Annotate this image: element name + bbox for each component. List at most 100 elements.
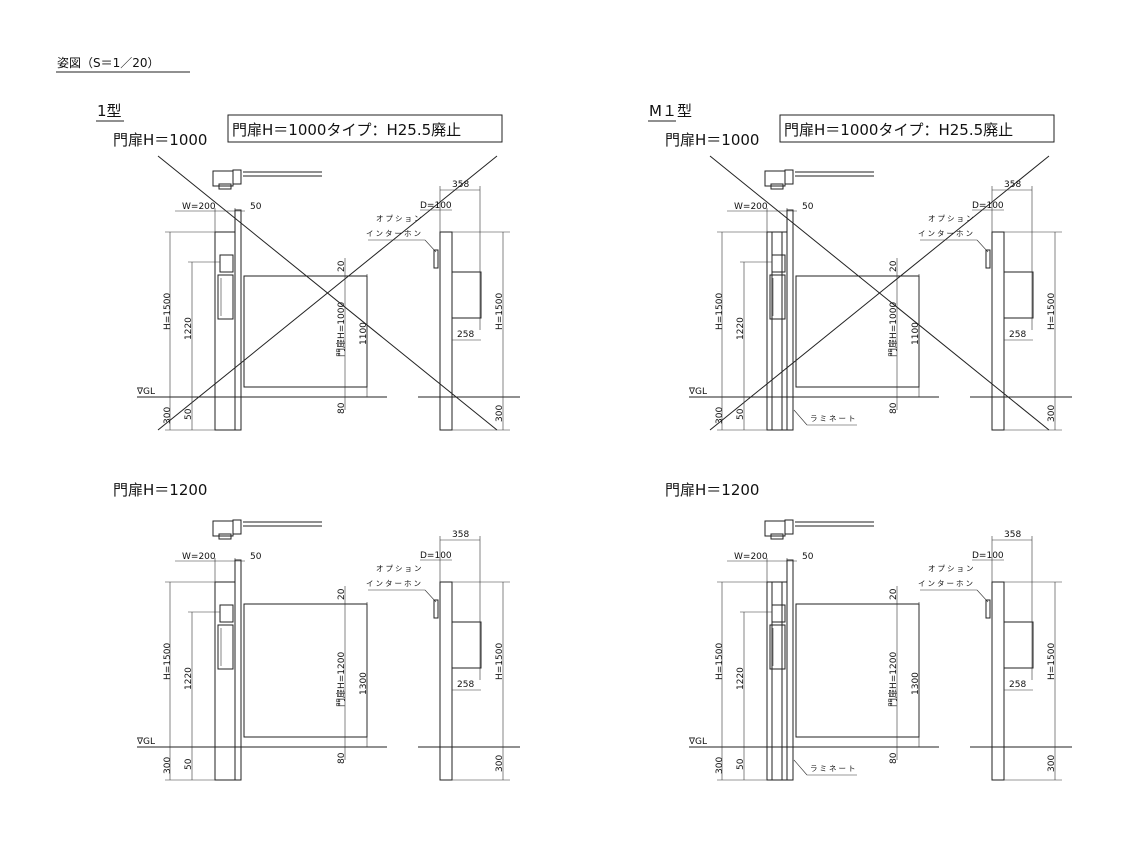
plan-post-base xyxy=(770,183,784,190)
mailbox-depth-dim: 258 xyxy=(1009,330,1026,340)
intercom-height-dim: 1220 xyxy=(736,317,746,340)
discontinued-notice: 門扉H＝1000タイプ：H25.5廃止 xyxy=(232,121,461,139)
mail-slot xyxy=(217,624,234,670)
gap-dim: 50 xyxy=(802,202,814,212)
top-gap-dim: 20 xyxy=(337,588,347,600)
total-height-dim: 1100 xyxy=(359,322,369,345)
mailbox xyxy=(451,621,482,669)
depth-dim: D=100 xyxy=(420,551,452,561)
gate-height-label: 門扉H＝1200 xyxy=(665,481,759,499)
side-post xyxy=(991,231,1005,431)
base-dim: 50 xyxy=(184,758,194,770)
post-width-dim: W=200 xyxy=(182,552,216,562)
gate-leaf xyxy=(243,603,368,738)
intercom-label: インターホン xyxy=(366,229,423,238)
gate-post xyxy=(786,209,794,431)
depth-dim: D=100 xyxy=(420,201,452,211)
mailbox xyxy=(1003,271,1034,319)
post-height-dim: H=1500 xyxy=(715,643,725,680)
side-post xyxy=(439,231,453,431)
plan-post-base xyxy=(218,183,232,190)
plan-hinge xyxy=(232,169,242,185)
intercom-unit xyxy=(219,254,234,273)
gate-post xyxy=(234,559,242,781)
total-height-dim: 1300 xyxy=(359,672,369,695)
intercom-unit xyxy=(771,604,786,623)
discontinued-notice: 門扉H＝1000タイプ：H25.5廃止 xyxy=(784,121,1013,139)
gate-height-label: 門扉H＝1200 xyxy=(113,481,207,499)
gate-height-dim: 門扉H=1000 xyxy=(335,302,347,357)
side-below-gl-dim: 300 xyxy=(1047,405,1057,422)
post-height-dim: H=1500 xyxy=(163,643,173,680)
option-label: オプション xyxy=(928,564,976,573)
side-intercom xyxy=(985,599,991,619)
gate-height-label: 門扉H＝1000 xyxy=(665,131,759,149)
mail-slot xyxy=(769,624,786,670)
below-gl-dim: 300 xyxy=(715,407,725,424)
side-intercom xyxy=(433,599,439,619)
top-gap-dim: 20 xyxy=(889,588,899,600)
post-width-dim: W=200 xyxy=(734,552,768,562)
post-width-dim: W=200 xyxy=(734,202,768,212)
discontinued-notice-box xyxy=(227,114,503,143)
option-leader xyxy=(424,239,437,253)
top-gap-dim: 20 xyxy=(889,260,899,272)
mailbox-depth-dim: 258 xyxy=(457,680,474,690)
laminate-leader xyxy=(793,759,808,776)
post-height-dim: H=1500 xyxy=(715,293,725,330)
gate-height-label: 門扉H＝1000 xyxy=(113,131,207,149)
side-intercom xyxy=(433,249,439,269)
intercom-unit xyxy=(771,254,786,273)
depth-dim: D=100 xyxy=(972,551,1004,561)
post-width-dim: W=200 xyxy=(182,202,216,212)
gate-leaf xyxy=(243,275,368,388)
base-dim: 50 xyxy=(736,408,746,420)
mailbox-depth-dim: 258 xyxy=(1009,680,1026,690)
mailbox-overall-dim: 358 xyxy=(452,530,469,540)
side-post xyxy=(439,581,453,781)
gate-post xyxy=(786,559,794,781)
mailbox-overall-dim: 358 xyxy=(452,180,469,190)
ground-level-label: ∇GL xyxy=(688,737,707,747)
laminate-leader xyxy=(793,409,808,426)
mailbox xyxy=(451,271,482,319)
gap-dim: 50 xyxy=(802,552,814,562)
total-height-dim: 1300 xyxy=(911,672,921,695)
mailbox-depth-dim: 258 xyxy=(457,330,474,340)
bottom-gap-dim: 80 xyxy=(889,752,899,764)
option-leader xyxy=(424,589,437,603)
mailbox xyxy=(1003,621,1034,669)
plan-post-base xyxy=(218,533,232,540)
intercom-label: インターホン xyxy=(918,229,975,238)
side-below-gl-dim: 300 xyxy=(495,405,505,422)
laminate-label: ラミネート xyxy=(810,414,858,423)
plan-hinge xyxy=(784,519,794,535)
laminate-label: ラミネート xyxy=(810,764,858,773)
gate-post xyxy=(234,209,242,431)
plan-hinge xyxy=(232,519,242,535)
gate-leaf xyxy=(795,275,920,388)
below-gl-dim: 300 xyxy=(163,407,173,424)
ground-level-label: ∇GL xyxy=(136,737,155,747)
gate-height-dim: 門扉H=1200 xyxy=(335,652,347,707)
bottom-gap-dim: 80 xyxy=(337,752,347,764)
side-post xyxy=(991,581,1005,781)
below-gl-dim: 300 xyxy=(163,757,173,774)
mailbox-overall-dim: 358 xyxy=(1004,180,1021,190)
gate-height-dim: 門扉H=1200 xyxy=(887,652,899,707)
discontinued-notice-box xyxy=(779,114,1055,143)
type-label: M１型 xyxy=(649,102,692,120)
intercom-label: インターホン xyxy=(366,579,423,588)
gap-dim: 50 xyxy=(250,552,262,562)
sheet-title: 姿図（S＝1／20） xyxy=(57,56,160,70)
post-height-dim: H=1500 xyxy=(163,293,173,330)
intercom-label: インターホン xyxy=(918,579,975,588)
intercom-height-dim: 1220 xyxy=(184,667,194,690)
side-below-gl-dim: 300 xyxy=(495,755,505,772)
option-leader xyxy=(976,239,989,253)
plan-hinge xyxy=(784,169,794,185)
